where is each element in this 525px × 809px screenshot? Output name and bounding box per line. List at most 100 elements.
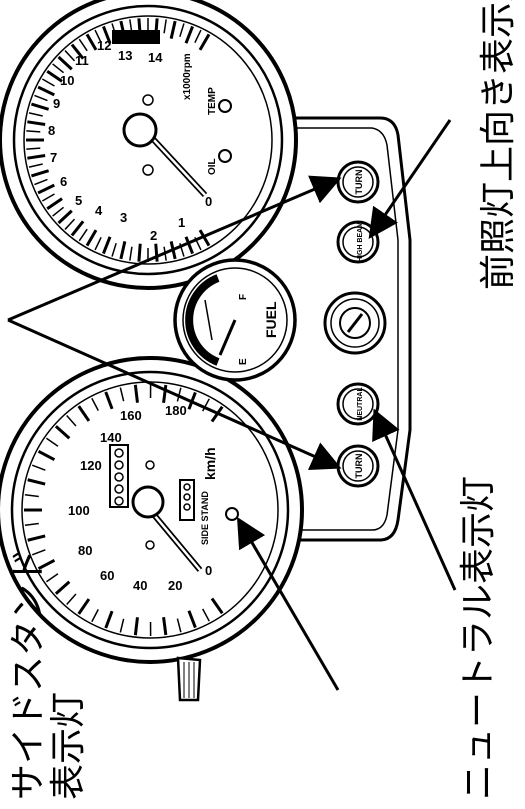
tick-mark <box>129 246 133 261</box>
callout-turn-lower <box>7 318 342 470</box>
tick-mark <box>162 616 168 636</box>
label-side-stand-line2: 表示灯 <box>48 692 89 800</box>
fuel-label: FUEL <box>263 301 279 338</box>
tach-tick-label-7: 7 <box>50 150 57 165</box>
tach-tick-label-10: 10 <box>60 73 74 88</box>
fuel-gauge: F E FUEL <box>173 258 297 382</box>
tick-mark <box>37 559 56 571</box>
tick-mark <box>64 50 76 62</box>
tach-tick-label-13: 13 <box>118 48 132 63</box>
tick-mark <box>133 384 139 403</box>
tick-mark <box>37 449 56 461</box>
tick-mark <box>111 242 117 257</box>
tick-mark <box>52 63 65 74</box>
tick-mark <box>46 573 59 583</box>
tach-tick-label-4: 4 <box>95 203 103 218</box>
tach-tick-label-6: 6 <box>60 174 67 189</box>
tick-mark <box>27 120 46 126</box>
tachometer-hub <box>122 112 158 148</box>
tick-mark <box>162 384 168 404</box>
tick-mark <box>163 19 167 34</box>
turn-lower-label: TURN <box>354 454 364 479</box>
turn-upper-label: TURN <box>354 170 364 195</box>
tick-mark <box>198 229 211 247</box>
tick-mark <box>34 94 48 102</box>
high-beam-lamp: HIGH BEAM <box>336 220 380 264</box>
tick-mark <box>179 23 185 38</box>
indicator-lamp-column: TURN HIGH BEAM NEUTRAL TURN <box>323 160 387 488</box>
tachometer: 0 1 2 3 4 5 6 7 8 9 10 11 12 13 14 x1000… <box>0 0 298 290</box>
tick-mark <box>26 147 41 150</box>
tick-mark <box>70 43 85 60</box>
speed-tick-label-140: 140 <box>100 430 122 445</box>
label-neutral-indicator: ニュートラル表示灯 <box>458 476 499 800</box>
fuel-full-mark: F <box>238 294 249 300</box>
tick-mark <box>54 425 71 440</box>
tick-mark <box>169 20 177 39</box>
tick-mark <box>28 112 43 117</box>
speedometer-cable-fitting <box>176 656 202 702</box>
tick-mark <box>37 85 55 97</box>
tick-mark <box>154 243 159 262</box>
tach-tick-label-3: 3 <box>120 210 127 225</box>
fuel-empty-mark: E <box>238 358 249 365</box>
tach-tick-label-14: 14 <box>148 50 163 65</box>
tick-mark <box>57 209 73 225</box>
speed-tick-label-120: 120 <box>80 458 102 473</box>
side-stand-lamp-label: SIDE STAND <box>200 491 210 545</box>
tick-mark <box>34 178 48 186</box>
tick-mark <box>102 25 112 44</box>
tick-mark <box>85 33 98 51</box>
tick-mark <box>27 534 46 542</box>
tachometer-unit-label: x1000rpm <box>182 53 193 100</box>
tick-mark <box>119 387 125 402</box>
tick-mark <box>184 25 194 44</box>
tick-mark <box>70 220 85 237</box>
tachometer-numbers: 0 1 2 3 4 5 6 7 8 9 10 11 12 13 14 <box>48 38 212 243</box>
callout-side-stand <box>236 516 340 691</box>
tick-mark <box>104 610 114 629</box>
tick-mark <box>198 33 211 51</box>
speedometer-hub <box>131 485 165 519</box>
oil-warning-label: OIL <box>207 158 218 175</box>
tick-mark <box>77 405 91 422</box>
speed-tick-label-40: 40 <box>133 578 147 593</box>
callout-neutral <box>372 408 457 591</box>
tach-tick-label-2: 2 <box>150 228 157 243</box>
tripmeter <box>179 479 195 521</box>
tick-mark <box>27 154 46 160</box>
label-headlight-high-beam: 前照灯上向き表示灯 <box>478 0 519 290</box>
speedometer-tick-marks <box>24 383 224 637</box>
tick-mark <box>66 414 77 427</box>
tick-mark <box>41 78 55 87</box>
callout-turn-upper <box>7 175 342 322</box>
tachometer-redline <box>112 30 160 44</box>
tick-mark <box>102 236 112 255</box>
tick-mark <box>94 29 102 44</box>
high-beam-label: HIGH BEAM <box>357 222 364 262</box>
tick-mark <box>104 391 114 410</box>
tick-mark <box>26 130 41 133</box>
tick-mark <box>133 617 139 636</box>
temp-warning-label: TEMP <box>207 87 218 115</box>
speedometer-unit-label: km/h <box>202 447 218 480</box>
tick-mark <box>119 618 125 633</box>
tick-mark <box>91 608 99 623</box>
tick-mark <box>46 197 63 210</box>
speed-tick-label-100: 100 <box>68 503 90 518</box>
tick-mark <box>24 494 39 498</box>
speed-tick-label-20: 20 <box>168 578 182 593</box>
speed-tick-label-0: 0 <box>205 563 212 578</box>
tick-mark <box>57 55 73 71</box>
tach-tick-label-5: 5 <box>75 193 82 208</box>
tick-mark <box>37 183 55 195</box>
tick-mark <box>30 102 50 111</box>
speedometer-numbers: 0 20 40 60 80 100 120 140 160 180 <box>68 403 212 593</box>
tick-mark <box>202 398 210 412</box>
speed-tick-label-80: 80 <box>78 543 92 558</box>
tick-mark <box>91 397 99 412</box>
ignition-switch <box>323 291 387 355</box>
tick-mark <box>94 236 102 251</box>
tick-mark <box>64 218 76 230</box>
turn-signal-lower-lamp: TURN <box>336 444 380 488</box>
